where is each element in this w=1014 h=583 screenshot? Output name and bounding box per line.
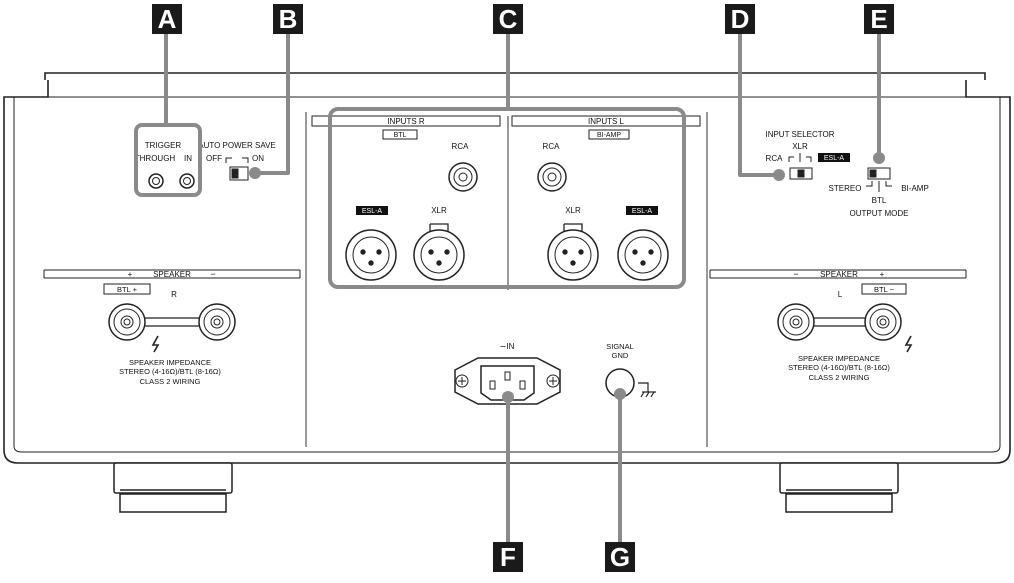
right-speaker-label: SPEAKER [820,270,858,279]
trigger-through-jack[interactable] [148,173,164,189]
right-impedance-line2: STEREO (4-16Ω)/BTL (8-16Ω) [788,363,890,372]
input-selector-label: INPUT SELECTOR [765,130,834,139]
left-speaker-terminal-minus[interactable] [198,303,236,341]
inputs-r-rca-label: RCA [452,142,470,151]
left-speaker-minus: − [210,269,215,279]
foot-left [113,462,233,513]
input-selector-esl-a-label: ESL-A [824,155,845,162]
inputs-l-esl-a-label: ESL-A [632,208,653,215]
input-selector-rca-label: RCA [766,154,784,163]
callout-dots [249,152,885,403]
right-btl-minus-label: BTL − [874,285,895,294]
svg-text:A: A [158,4,177,34]
inputs-r-esl-a-connector[interactable] [345,229,397,281]
left-btl-plus-label: BTL + [117,285,138,294]
trigger-through-label: THROUGH [135,154,176,163]
ground-icon [638,382,656,398]
output-mode-stereo-label: STEREO [829,184,862,193]
output-mode-label: OUTPUT MODE [850,209,909,218]
callout-c: C [493,4,523,34]
right-speaker-plus: + [880,270,885,279]
callout-e: E [864,4,894,34]
inputs-r-btl-label: BTL [394,132,407,139]
inputs-l-xlr-label: XLR [565,206,581,215]
auto-power-save-on-label: ON [252,154,264,163]
input-selector-xlr-label: XLR [792,142,808,151]
right-speaker-terminal-plus[interactable] [864,303,902,341]
right-terminal-link [814,317,865,327]
output-mode-bi-amp-label: BI-AMP [901,184,929,193]
left-terminal-link [145,317,199,327]
left-impedance-line3: CLASS 2 WIRING [140,377,201,386]
auto-power-save-off-label: OFF [206,154,222,163]
callout-f: F [493,542,523,572]
trigger-label: TRIGGER [145,141,182,150]
left-channel-label: R [171,290,177,299]
inputs-l-rca-label: RCA [543,142,561,151]
left-impedance-line2: STEREO (4-16Ω)/BTL (8-16Ω) [119,367,221,376]
auto-power-save-switch[interactable] [225,157,249,181]
output-mode-switch[interactable] [866,167,892,192]
inputs-l-header: INPUTS L [588,117,625,126]
trigger-in-jack[interactable] [179,173,195,189]
right-impedance-line1: SPEAKER IMPEDANCE [798,354,880,363]
auto-power-save-label: AUTO POWER SAVE [198,141,276,150]
ac-in-label: ∼IN [500,342,515,351]
left-btl-plus-box [103,283,151,295]
inputs-r-header: INPUTS R [387,117,425,126]
callout-leaders [134,34,881,542]
right-impedance-line3: CLASS 2 WIRING [809,373,870,382]
inputs-r-rca-jack[interactable] [448,162,478,192]
callout-a: A [152,4,182,34]
right-speaker-minus: − [793,269,798,279]
foot-right [779,462,899,513]
left-speaker-terminal-plus[interactable] [108,303,146,341]
inputs-r-esl-a-label: ESL-A [362,208,383,215]
callout-d: D [725,4,755,34]
output-mode-btl-label: BTL [872,196,887,205]
svg-text:G: G [610,542,630,572]
inputs-l-esl-a-connector[interactable] [617,229,669,281]
right-channel-label: L [838,290,843,299]
inputs-r-xlr-label: XLR [431,206,447,215]
signal-gnd-label-2: GND [612,351,629,360]
inputs-l-xlr-connector[interactable] [547,223,599,281]
section-dividers [305,112,708,447]
svg-text:B: B [279,4,298,34]
signal-gnd-label-1: SIGNAL [606,342,634,351]
inputs-l-bi-amp-label: BI-AMP [597,132,621,139]
svg-text:F: F [500,542,516,572]
left-speaker-plus: + [128,270,133,279]
callout-g: G [605,542,635,572]
svg-text:E: E [870,4,887,34]
right-hazard-icon [904,335,913,353]
right-speaker-terminal-minus[interactable] [777,303,815,341]
svg-text:C: C [499,4,518,34]
left-hazard-icon [151,335,160,353]
callout-b: B [273,4,303,34]
left-impedance-line1: SPEAKER IMPEDANCE [129,358,211,367]
svg-text:D: D [731,4,750,34]
left-speaker-label: SPEAKER [153,270,191,279]
inputs-r-xlr-connector[interactable] [413,223,465,281]
inputs-l-rca-jack[interactable] [537,162,567,192]
trigger-in-label: IN [184,154,192,163]
ac-inlet[interactable] [454,357,561,405]
input-selector-switch[interactable] [788,153,813,180]
